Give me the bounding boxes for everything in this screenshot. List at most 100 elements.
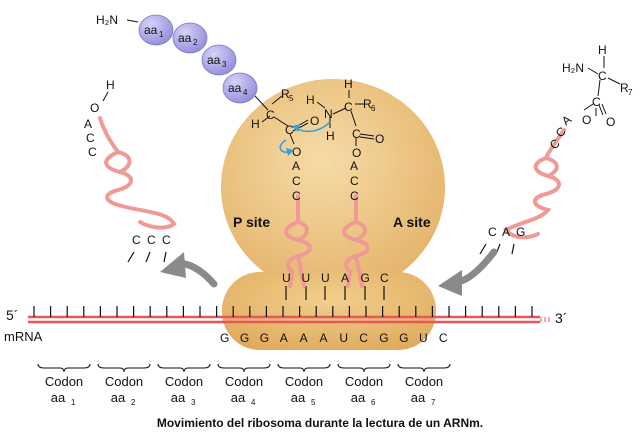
anticodon-base: C — [162, 233, 171, 247]
acc-base: A — [292, 159, 300, 173]
bead-label: aa — [228, 81, 242, 95]
codon-bracket — [157, 363, 211, 373]
mrna-base: G — [260, 331, 269, 345]
amino-acid-bead — [201, 44, 237, 76]
amino-acid-bead — [172, 22, 208, 54]
acc-base: C — [86, 131, 95, 145]
a-ester-o: O — [352, 146, 361, 160]
mrna-base: U — [419, 331, 428, 345]
mrna-base: A — [300, 331, 308, 345]
codon-word: Codon — [285, 374, 323, 389]
codon-aa: aa — [231, 390, 246, 405]
amino-acid-bead — [138, 14, 174, 46]
p-site-label: P site — [233, 214, 270, 230]
bead-label: aa — [207, 53, 221, 67]
codon-aa-index: 5 — [311, 398, 316, 407]
anticodon-base: A — [341, 271, 349, 285]
anticodon-base: C — [488, 225, 497, 239]
exit-arrow-head — [160, 252, 186, 278]
p-c-alpha: C — [266, 108, 275, 122]
p-h: H — [251, 117, 260, 131]
a-h-below-n: H — [326, 129, 335, 143]
codon-bracket — [397, 363, 451, 373]
p-ester-o: O — [292, 145, 301, 159]
codon-word: Codon — [345, 374, 383, 389]
exiting-trna — [98, 116, 177, 230]
mrna-base: A — [280, 331, 288, 345]
bead-label: aa — [178, 31, 192, 45]
mrna-base: G — [379, 331, 388, 345]
codon-bracket — [97, 363, 151, 373]
figure-caption: Movimiento del ribosoma durante la lectu… — [156, 416, 484, 430]
anticodon-base: A — [502, 225, 510, 239]
mrna-base: G — [399, 331, 408, 345]
codon-aa: aa — [351, 390, 366, 405]
anticodon-base: U — [321, 271, 330, 285]
incoming-aa-chemistry — [583, 56, 621, 116]
mrna-ticks — [33, 286, 533, 317]
p-carbonyl-c: C — [285, 123, 294, 137]
a-site-acc-end: ACC — [350, 159, 359, 203]
enter-arrow-head — [438, 270, 462, 296]
three-prime-label: 3´ — [555, 310, 567, 326]
acc-base: A — [350, 159, 358, 173]
bead-index: 3 — [222, 60, 227, 69]
bead-index: 4 — [243, 88, 248, 97]
exit-h: H — [106, 78, 115, 92]
enter-tick — [479, 243, 487, 255]
a-carbonyl-o: O — [375, 132, 384, 146]
codon-aa: aa — [111, 390, 126, 405]
a-n: N — [324, 107, 333, 121]
p-site-trna — [284, 194, 312, 288]
enter-arrow — [454, 248, 498, 286]
codon-word: Codon — [225, 374, 263, 389]
anticodon-base: C — [147, 233, 156, 247]
codon-bracket — [217, 363, 271, 373]
anticodon-base: U — [282, 271, 291, 285]
acc-base: C — [350, 189, 359, 203]
exiting-trna-acc-end: ACC — [84, 117, 97, 159]
mrna-base: C — [439, 331, 448, 345]
a-r: R — [363, 97, 372, 111]
amino-acid-bead — [222, 72, 258, 104]
a-r-index: 6 — [371, 104, 376, 113]
exit-tick — [127, 251, 135, 263]
a-carbonyl-c: C — [352, 127, 361, 141]
codon-aa-index: 1 — [71, 398, 76, 407]
exit-oh-bond — [102, 91, 109, 102]
a-site-label: A site — [393, 214, 431, 230]
a-site-trna — [342, 194, 370, 288]
anticodon-base: C — [380, 271, 389, 285]
r-r: R — [620, 81, 629, 95]
five-prime-label: 5´ — [6, 307, 18, 323]
p-r: R — [281, 87, 290, 101]
codon-bracket — [277, 363, 331, 373]
mrna-base: C — [359, 331, 368, 345]
codon-aa-index: 4 — [251, 398, 256, 407]
a-c-alpha: C — [344, 100, 353, 114]
bead-label: aa — [144, 23, 158, 37]
codon-aa-index: 7 — [431, 398, 436, 407]
r-c-alpha: C — [598, 69, 607, 83]
r-h2n: H₂N — [562, 61, 584, 75]
r-carbonyl-c: C — [592, 95, 601, 109]
codon-word: Codon — [105, 374, 143, 389]
exit-o: O — [90, 101, 99, 115]
acc-base: C — [350, 174, 359, 188]
codon-word: Codon — [165, 374, 203, 389]
bead-index: 1 — [159, 30, 164, 39]
codon-aa: aa — [411, 390, 426, 405]
p-site-acc-end: ACC — [292, 159, 301, 203]
codon-word: Codon — [405, 374, 443, 389]
codon-bracket — [37, 363, 91, 373]
codon-aa-index: 2 — [131, 398, 136, 407]
anticodon-base: U — [302, 271, 311, 285]
mrna-label: mRNA — [4, 329, 43, 344]
codon-aa: aa — [171, 390, 186, 405]
r-r-index: 7 — [628, 88, 633, 97]
